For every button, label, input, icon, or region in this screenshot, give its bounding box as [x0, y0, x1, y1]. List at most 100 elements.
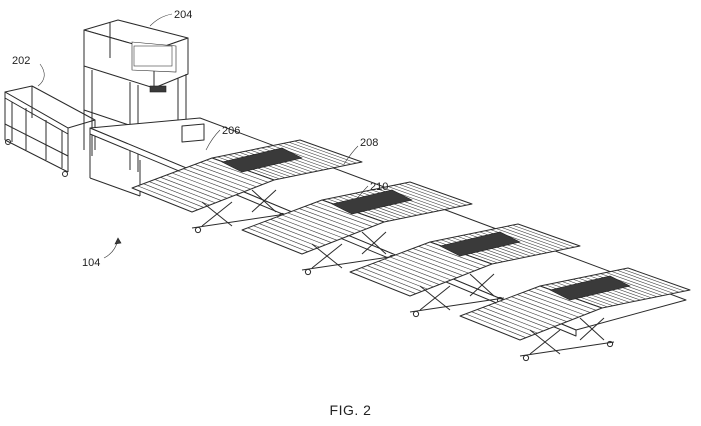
roller — [465, 313, 526, 338]
roller — [194, 164, 257, 188]
roller — [288, 141, 352, 165]
roller — [512, 224, 575, 248]
roller — [506, 225, 570, 249]
roller — [310, 204, 373, 227]
stand-leg — [311, 243, 343, 269]
caster-wheel — [194, 226, 202, 234]
roller — [522, 292, 585, 316]
roller — [277, 144, 341, 167]
stand-leg — [251, 189, 277, 213]
roller — [407, 250, 469, 274]
stand-leg — [529, 329, 561, 355]
roller — [499, 300, 562, 325]
roller — [622, 268, 685, 292]
roller — [401, 252, 463, 276]
infeed-frame-202 — [4, 85, 96, 177]
roller — [200, 162, 263, 185]
stand-leg — [419, 285, 451, 311]
roller — [270, 219, 332, 243]
stand-base — [519, 341, 615, 357]
roller — [534, 287, 597, 311]
roller — [501, 227, 564, 250]
roller — [171, 172, 234, 197]
roller — [389, 256, 452, 281]
roller — [316, 201, 379, 225]
roller — [294, 140, 357, 164]
roller-overlap — [331, 189, 413, 215]
stand-base — [191, 213, 287, 229]
roller — [154, 179, 216, 204]
roller — [605, 272, 669, 295]
ref-label-204: 204 — [174, 9, 192, 21]
caster-wheel — [522, 354, 530, 362]
roller — [189, 166, 251, 190]
stand-base — [409, 297, 505, 313]
roller — [283, 143, 346, 166]
roller — [259, 223, 320, 248]
roller — [149, 181, 210, 206]
roller — [393, 185, 456, 208]
roller — [143, 183, 204, 208]
caster-wheel — [412, 310, 420, 318]
roller-overlap — [549, 275, 631, 301]
roller — [355, 269, 416, 294]
stand-leg — [469, 273, 495, 297]
roller — [166, 174, 228, 199]
ref-label-210: 210 — [370, 181, 388, 193]
roller — [488, 305, 550, 329]
roller — [304, 206, 367, 230]
roller — [395, 254, 457, 278]
ref-label-208: 208 — [360, 137, 378, 149]
roller-ramp-modules — [131, 139, 691, 362]
caster-wheel — [304, 268, 312, 276]
roller — [477, 309, 538, 334]
roller — [253, 225, 314, 250]
roller — [137, 185, 198, 210]
roller — [494, 302, 556, 327]
roller — [361, 267, 422, 292]
roller — [287, 212, 349, 236]
roller — [299, 208, 361, 232]
roller — [517, 294, 579, 318]
roller — [387, 186, 451, 209]
roller — [418, 246, 481, 269]
roller — [378, 261, 440, 285]
stand-leg — [579, 317, 605, 341]
roller — [616, 269, 680, 293]
roller — [424, 243, 487, 267]
roller — [206, 159, 269, 183]
roller — [398, 183, 462, 207]
stand-leg — [361, 231, 387, 255]
roller — [372, 263, 434, 288]
roller — [505, 298, 567, 322]
roller — [412, 248, 475, 272]
roller-overlap — [439, 231, 521, 257]
stand-base — [301, 255, 397, 271]
roller — [495, 228, 559, 251]
roller — [281, 214, 344, 239]
roller — [183, 168, 245, 192]
roller — [528, 290, 591, 313]
roller — [611, 271, 674, 294]
roller-overlap — [221, 147, 303, 173]
enclosure-204 — [83, 19, 189, 172]
roller — [482, 307, 544, 332]
roller — [511, 296, 573, 320]
ref-label-202: 202 — [12, 55, 30, 67]
roller — [471, 311, 532, 336]
roller — [293, 210, 355, 234]
roller — [404, 182, 467, 206]
roller — [247, 227, 308, 252]
stand-leg — [201, 201, 233, 227]
caster-wheel — [606, 340, 614, 348]
figure-caption: FIG. 2 — [329, 402, 372, 418]
ref-label-104: 104 — [82, 257, 100, 269]
roller — [160, 177, 222, 201]
roller — [384, 258, 446, 283]
ref-label-206: 206 — [222, 125, 240, 137]
reference-labels: 202 204 206 208 210 104 — [12, 9, 388, 269]
roller — [264, 221, 326, 246]
roller — [367, 265, 428, 290]
roller — [177, 170, 239, 194]
